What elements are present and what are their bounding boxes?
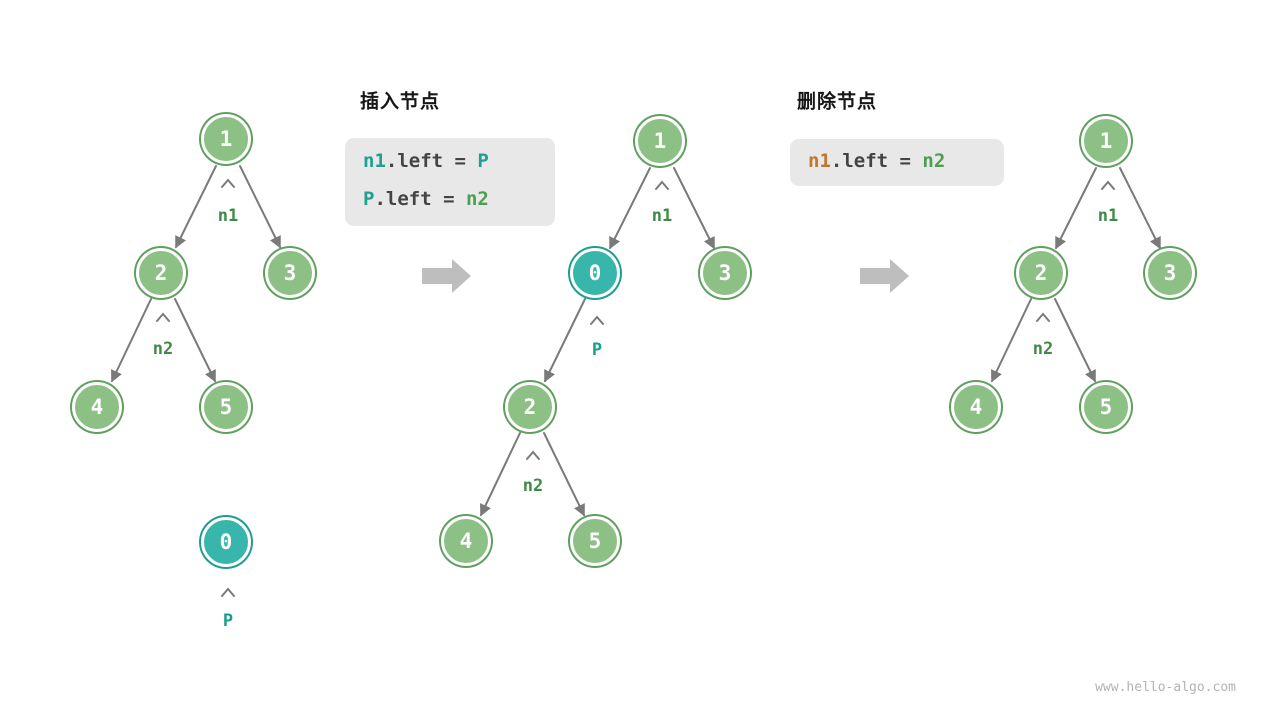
watermark: www.hello-algo.com: [1095, 680, 1236, 695]
tree-edge: [480, 432, 521, 517]
tree-node: 4: [441, 516, 491, 566]
transition-arrow-icon: [422, 259, 471, 293]
tree-node: 3: [265, 248, 315, 298]
delete-code-block: n1.left = n2: [790, 139, 1004, 186]
insert-title: 插入节点: [359, 90, 441, 113]
transition-arrow-icon: [860, 259, 909, 293]
up-caret-icon: [156, 312, 170, 322]
tree-edge: [544, 298, 586, 383]
tree-edge: [175, 165, 217, 249]
tree-node: 4: [72, 382, 122, 432]
up-caret-icon: [526, 450, 540, 460]
tree-node: 3: [700, 248, 750, 298]
tree-edge: [239, 165, 281, 249]
code-token-left-assign: .left =: [830, 150, 923, 172]
up-caret-icon: [590, 315, 604, 325]
pointer-label-p: P: [591, 340, 603, 360]
pointer-label-n1: n1: [1097, 206, 1119, 226]
code-token-n1: n1: [363, 150, 386, 172]
tree-node: 3: [1145, 248, 1195, 298]
code-token-p: P: [363, 188, 375, 210]
pointer-label-n2: n2: [1032, 339, 1054, 359]
up-caret-icon: [1036, 312, 1050, 322]
up-caret-icon: [221, 587, 235, 597]
delete-title: 删除节点: [796, 90, 878, 113]
code-token-left-assign: .left =: [374, 188, 466, 210]
code-line: P.left = n2: [345, 180, 555, 218]
code-line: n1.left = n2: [790, 142, 1004, 180]
tree-node: 4: [951, 382, 1001, 432]
insert-code-block: n1.left = P P.left = n2: [345, 138, 555, 226]
tree-edge: [1119, 167, 1161, 250]
code-token-left-assign: .left =: [385, 150, 478, 172]
tree-node: 5: [570, 516, 620, 566]
tree-node-p: 0: [570, 248, 620, 298]
tree-node: 1: [1081, 116, 1131, 166]
code-token-n2: n2: [465, 188, 489, 210]
tree-node: 2: [1016, 248, 1066, 298]
tree-edge: [174, 298, 216, 383]
pointer-label-n1: n1: [651, 206, 673, 226]
tree-node: 5: [201, 382, 251, 432]
tree-node: 2: [136, 248, 186, 298]
pointer-label-p: P: [222, 611, 234, 631]
up-caret-icon: [655, 180, 669, 190]
tree-node: 2: [505, 382, 555, 432]
pointer-label-n2: n2: [152, 339, 174, 359]
tree-edge: [543, 432, 585, 517]
tree-node: 1: [201, 114, 251, 164]
tree-edge: [991, 298, 1032, 383]
tree-edge: [673, 167, 715, 250]
tree-edge: [609, 167, 651, 250]
code-line: n1.left = P: [345, 142, 555, 180]
tree-edge: [111, 298, 152, 383]
up-caret-icon: [1101, 180, 1115, 190]
up-caret-icon: [221, 178, 235, 188]
tree-node: 1: [635, 116, 685, 166]
code-token-p: P: [477, 150, 489, 172]
pointer-label-n2: n2: [522, 476, 544, 496]
tree-node: 5: [1081, 382, 1131, 432]
code-token-n1: n1: [808, 150, 831, 172]
tree-node-p: 0: [201, 517, 251, 567]
tree-edge: [1055, 167, 1097, 250]
tree-edge: [1054, 298, 1096, 383]
pointer-label-n1: n1: [217, 206, 239, 226]
code-token-n2: n2: [922, 150, 946, 172]
